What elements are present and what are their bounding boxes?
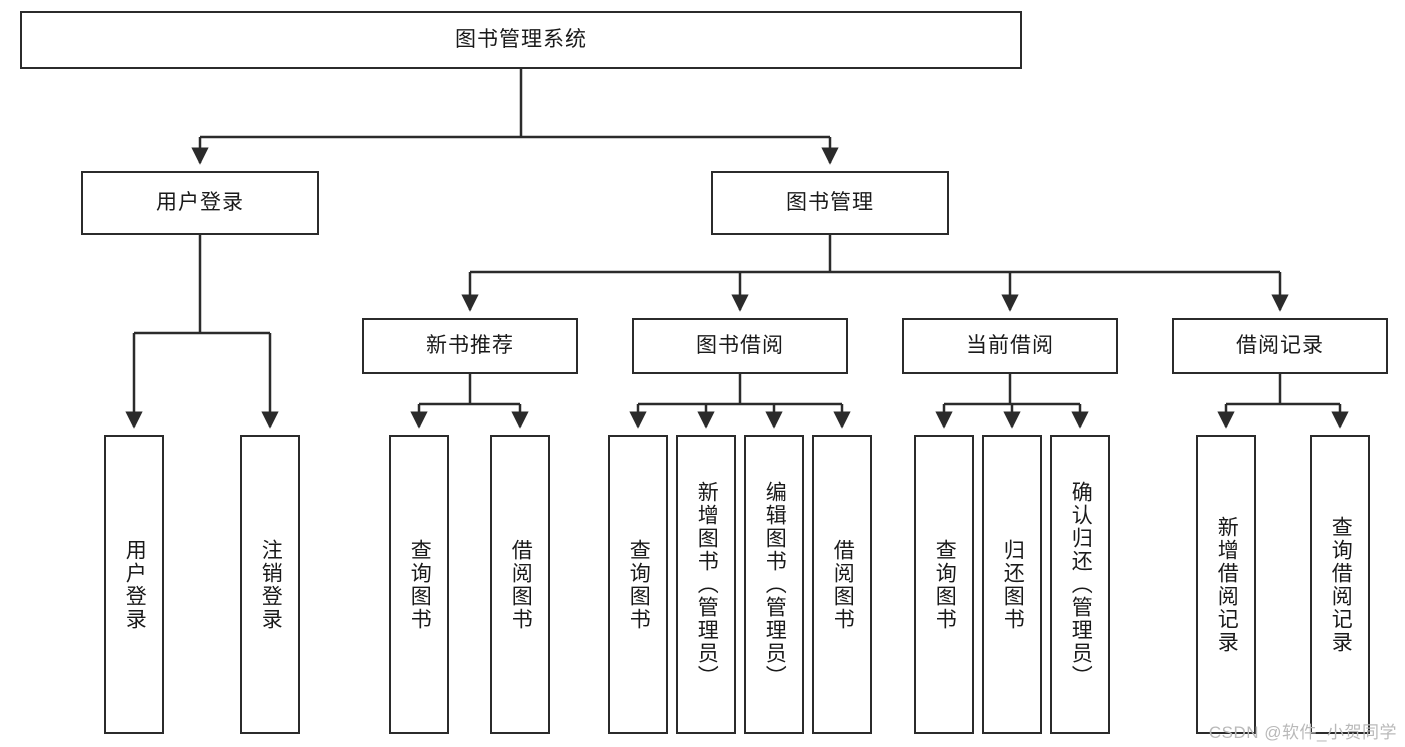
node-borrow-record[interactable]: 借阅记录 bbox=[1172, 318, 1388, 374]
leaf-label: 用户登录 bbox=[123, 538, 147, 631]
leaf-label: 新增图书（管理员） bbox=[695, 481, 719, 688]
node-leaf-edit-book[interactable]: 编辑图书（管理员） bbox=[744, 435, 804, 734]
node-leaf-user-login[interactable]: 用户登录 bbox=[104, 435, 164, 734]
node-book-borrow[interactable]: 图书借阅 bbox=[632, 318, 848, 374]
node-user-login[interactable]: 用户登录 bbox=[81, 171, 319, 235]
node-new-book-rec[interactable]: 新书推荐 bbox=[362, 318, 578, 374]
node-leaf-query-book[interactable]: 查询图书 bbox=[608, 435, 668, 734]
leaf-label: 注销登录 bbox=[259, 538, 283, 631]
leaf-label: 查询图书 bbox=[627, 538, 651, 631]
node-root[interactable]: 图书管理系统 bbox=[20, 11, 1022, 69]
leaf-label: 归还图书 bbox=[1001, 538, 1025, 631]
leaf-label: 查询借阅记录 bbox=[1329, 515, 1353, 654]
node-leaf-borrow-book[interactable]: 借阅图书 bbox=[812, 435, 872, 734]
leaf-label: 借阅图书 bbox=[831, 538, 855, 631]
node-current-borrow[interactable]: 当前借阅 bbox=[902, 318, 1118, 374]
node-leaf-borrow-book-rec[interactable]: 借阅图书 bbox=[490, 435, 550, 734]
node-leaf-add-record[interactable]: 新增借阅记录 bbox=[1196, 435, 1256, 734]
leaf-label: 借阅图书 bbox=[509, 538, 533, 631]
node-leaf-return-book[interactable]: 归还图书 bbox=[982, 435, 1042, 734]
leaf-label: 编辑图书（管理员） bbox=[763, 481, 787, 688]
node-leaf-add-book[interactable]: 新增图书（管理员） bbox=[676, 435, 736, 734]
leaf-label: 新增借阅记录 bbox=[1215, 515, 1239, 654]
node-leaf-confirm-return[interactable]: 确认归还（管理员） bbox=[1050, 435, 1110, 734]
node-leaf-query-book-rec[interactable]: 查询图书 bbox=[389, 435, 449, 734]
leaf-label: 确认归还（管理员） bbox=[1069, 481, 1093, 688]
node-leaf-query-record[interactable]: 查询借阅记录 bbox=[1310, 435, 1370, 734]
leaf-label: 查询图书 bbox=[933, 538, 957, 631]
node-leaf-query-current[interactable]: 查询图书 bbox=[914, 435, 974, 734]
node-leaf-logout[interactable]: 注销登录 bbox=[240, 435, 300, 734]
leaf-label: 查询图书 bbox=[408, 538, 432, 631]
watermark-text: CSDN @软件_小贺同学 bbox=[1208, 723, 1397, 742]
node-book-manage[interactable]: 图书管理 bbox=[711, 171, 949, 235]
